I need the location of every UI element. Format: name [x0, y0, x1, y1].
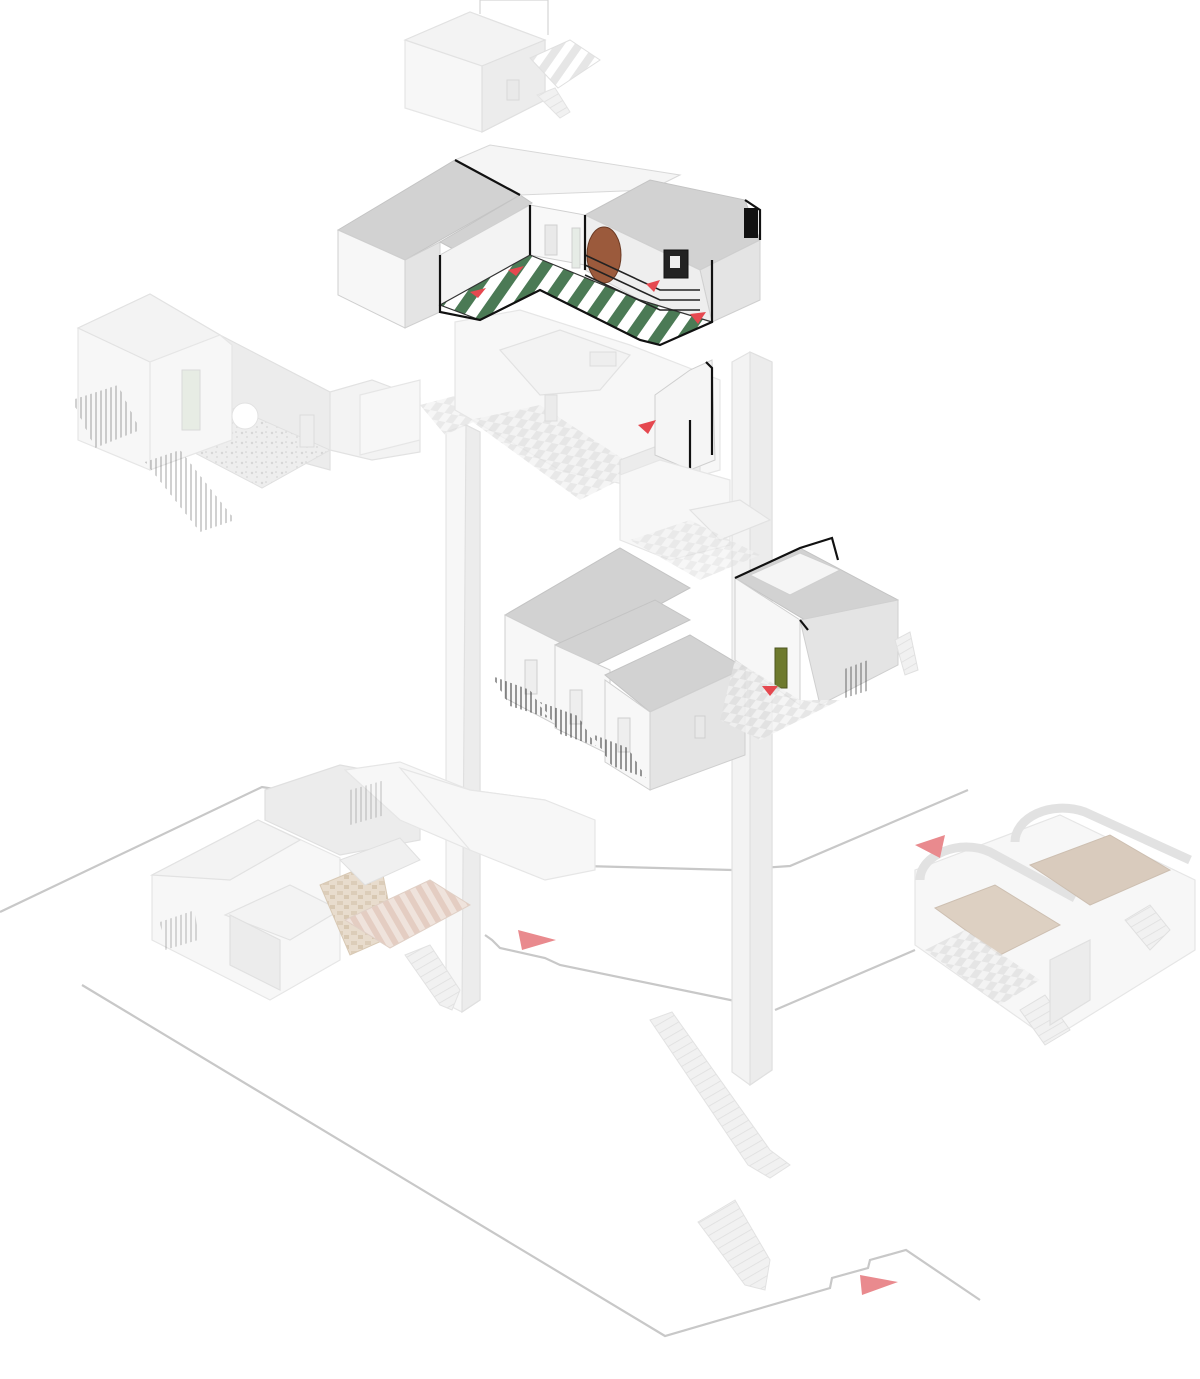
direction-marker-icon	[508, 266, 524, 276]
balcony-railing-icon	[540, 702, 596, 746]
direction-marker-icon	[860, 1275, 898, 1295]
staircase-icon	[404, 944, 791, 1291]
direction-marker-icon	[690, 312, 706, 324]
vertical-shaft-left	[445, 424, 481, 1014]
left-patio-house	[72, 293, 421, 532]
direction-marker-icon	[762, 686, 778, 696]
direction-marker-icon	[470, 288, 486, 298]
direction-marker-icon	[915, 835, 945, 858]
direction-marker-icon	[638, 420, 656, 434]
connector-block	[619, 459, 772, 580]
lower-left-house	[149, 761, 596, 1001]
direction-marker-icon	[646, 280, 660, 292]
white-houses-block	[492, 536, 919, 791]
right-vaulted-house	[914, 803, 1196, 1046]
highlighted-upper-block	[336, 144, 762, 347]
side-tower-block	[654, 359, 716, 471]
direction-marker-icon	[518, 930, 556, 950]
balcony-railing-icon	[584, 254, 700, 311]
balcony-railing-icon	[592, 734, 646, 778]
site-path-lines	[0, 785, 981, 1338]
balcony-railing-icon	[492, 676, 548, 718]
top-roof-room	[403, 0, 601, 133]
